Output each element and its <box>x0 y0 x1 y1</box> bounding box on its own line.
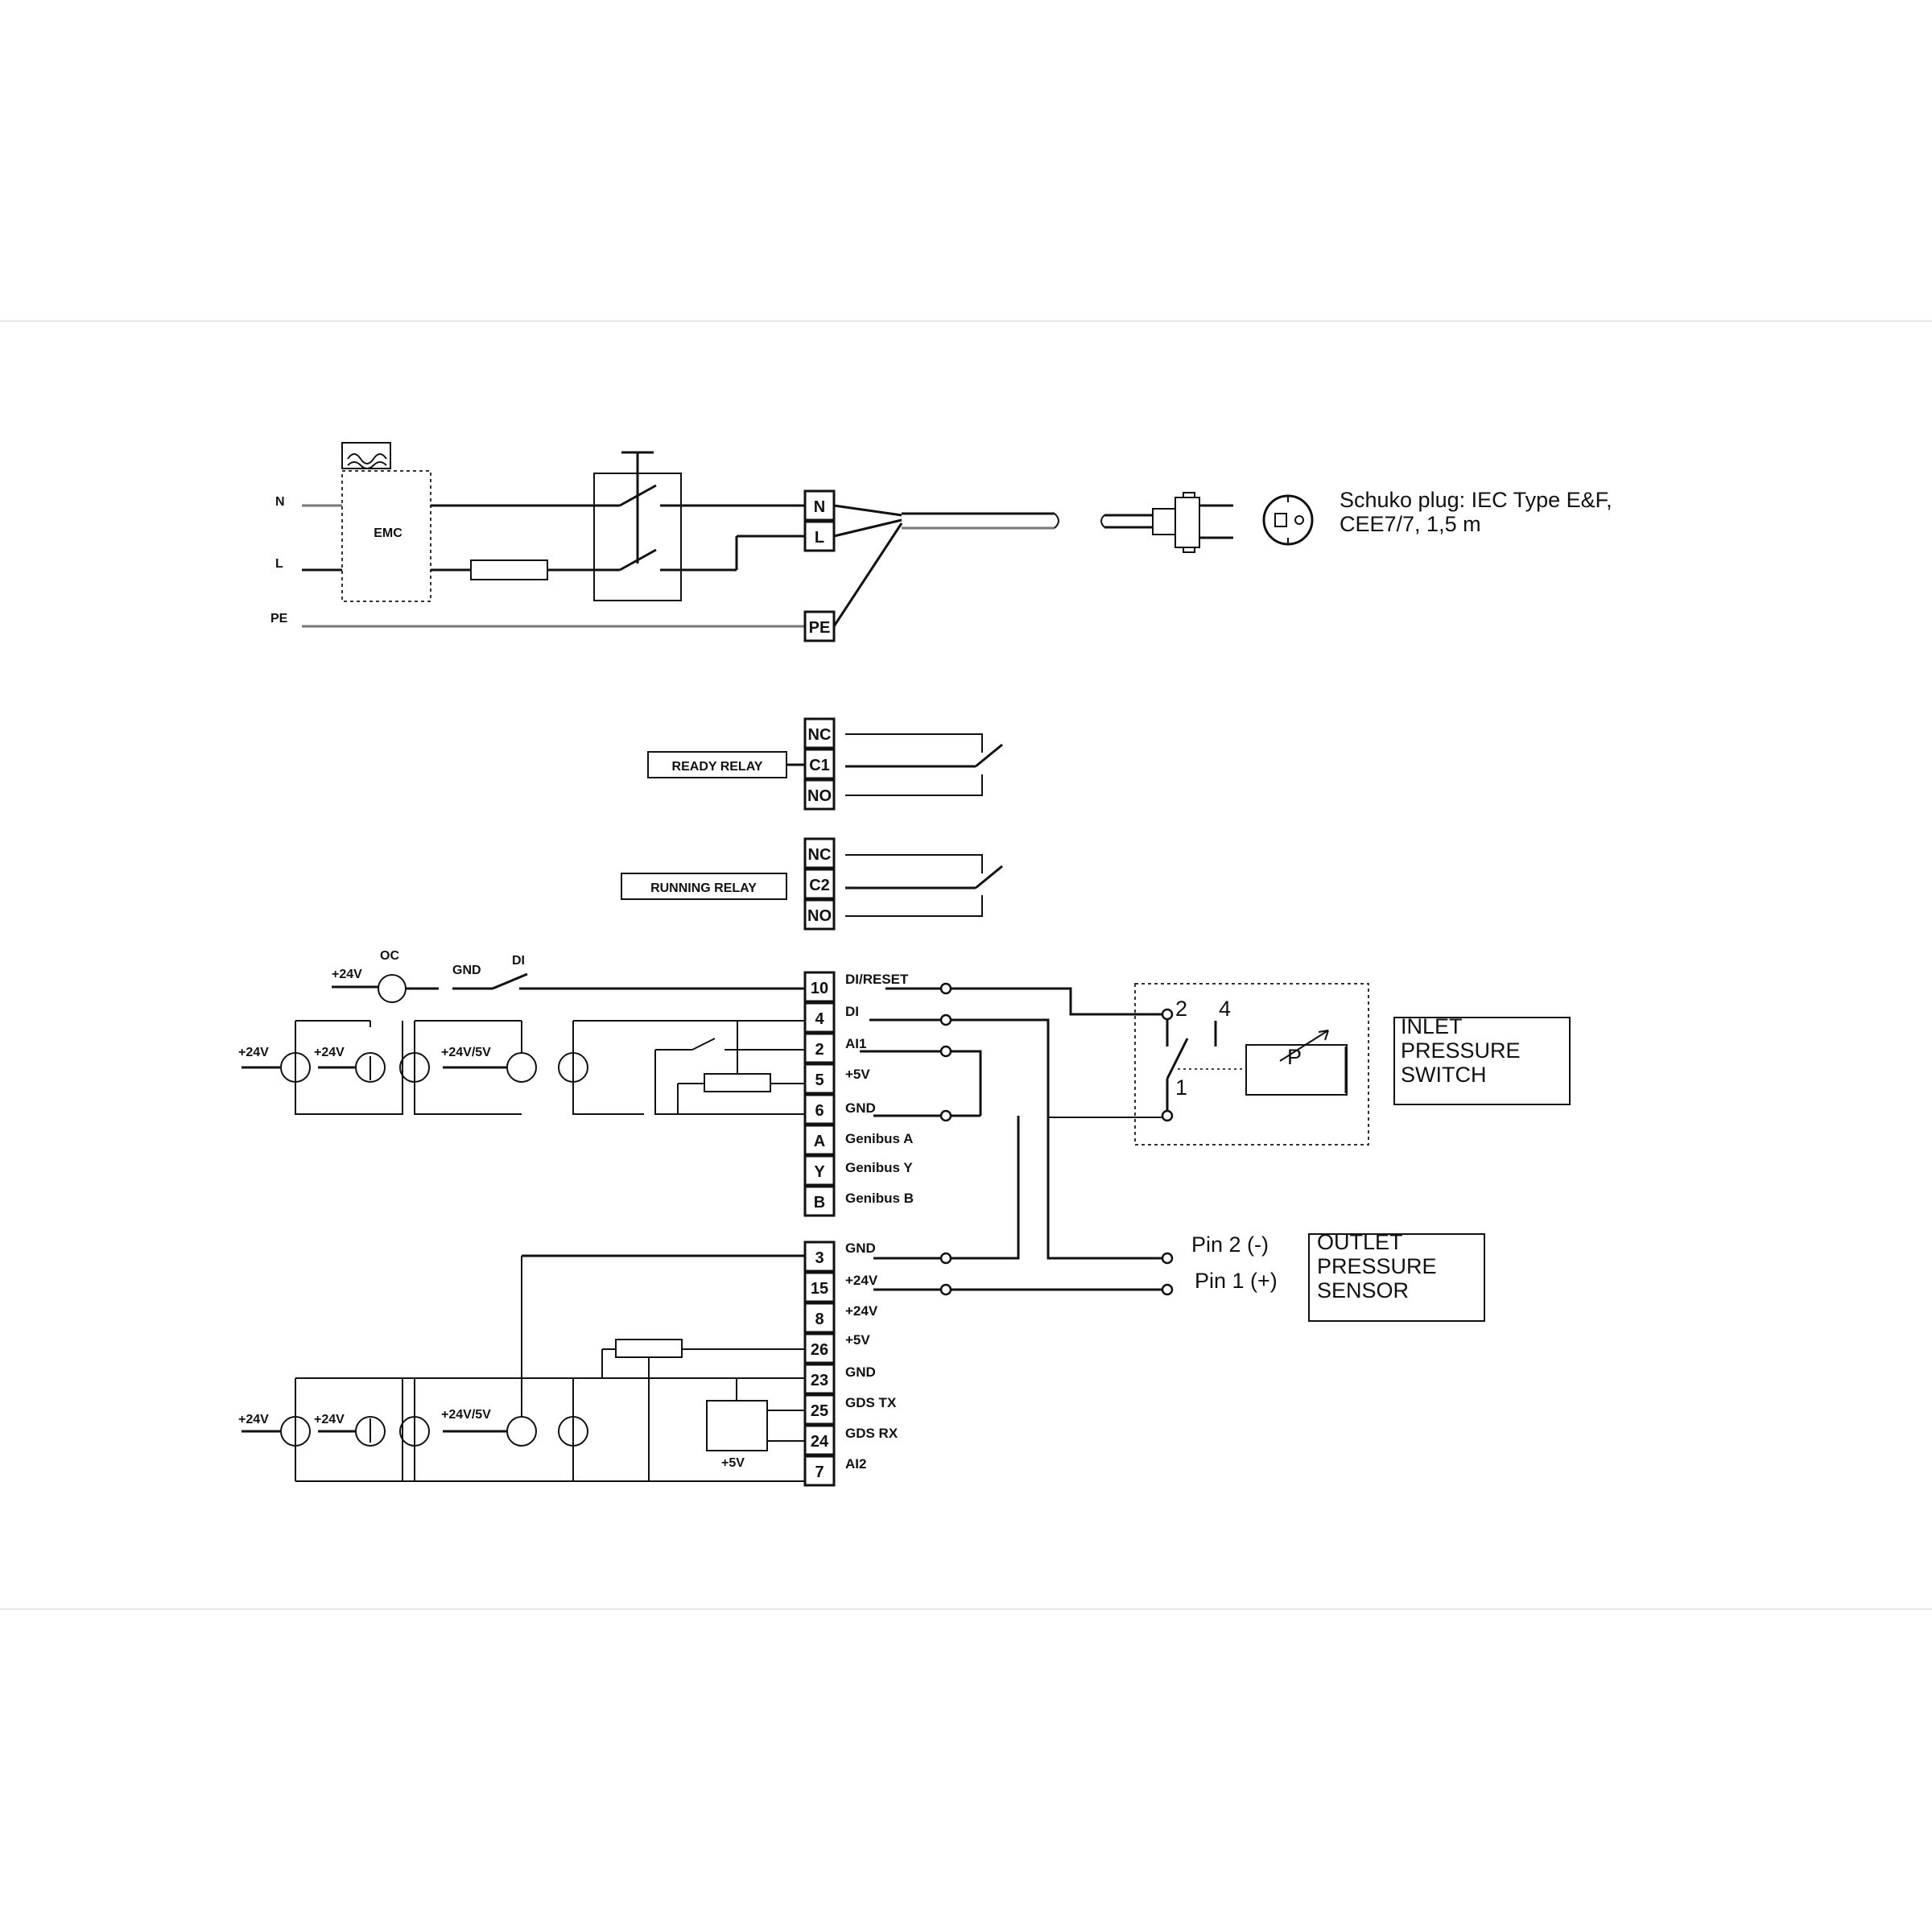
outlet-sensor-label-line2: PRESSURE <box>1317 1254 1437 1278</box>
cb1-terminal-y: Y <box>814 1163 825 1181</box>
cb1-signal-ai1: AI1 <box>845 1036 866 1051</box>
running-relay-section: RUNNING RELAY NC C2 NO <box>621 837 1003 931</box>
control-block-1: 10 4 2 5 6 A Y B DI/RESET DI AI1 +5V GND… <box>238 949 1167 1217</box>
cb2-signal-gds-rx: GDS RX <box>845 1426 898 1441</box>
outlet-sensor-pin-2: Pin 2 (-) <box>1191 1232 1269 1257</box>
cb1-signal-genibus-a: Genibus A <box>845 1131 913 1146</box>
cb1-terminal-2: 2 <box>815 1041 824 1059</box>
plug-description-line1: Schuko plug: IEC Type E&F, <box>1340 488 1612 512</box>
running-relay-label: RUNNING RELAY <box>650 881 757 895</box>
ready-relay-section: READY RELAY NC C1 NO <box>647 717 1003 811</box>
outlet-pressure-sensor: Pin 2 (-) Pin 1 (+) OUTLET PRESSURE SENS… <box>1191 1230 1485 1322</box>
outlet-sensor-label-line3: SENSOR <box>1317 1278 1409 1302</box>
cb1-terminal-6: 6 <box>815 1102 824 1120</box>
plug-description-line2: CEE7/7, 1,5 m <box>1340 512 1481 536</box>
cb2-signal-gds-tx: GDS TX <box>845 1395 897 1410</box>
cb2-signal-24v-a: +24V <box>845 1273 878 1288</box>
inlet-switch-label-line3: SWITCH <box>1401 1063 1486 1087</box>
ready-relay-terminal-no: NO <box>807 787 832 805</box>
ready-relay-terminal-nc: NC <box>808 726 832 744</box>
inlet-switch-contact-2: 2 <box>1175 997 1187 1021</box>
cb2-signal-5v: +5V <box>845 1332 870 1348</box>
mains-section: N L PE EMC N L <box>270 442 1612 642</box>
schuko-plug-icon <box>1100 492 1233 553</box>
schuko-socket-icon <box>1262 494 1314 546</box>
ready-relay-label: READY RELAY <box>672 760 763 774</box>
ready-relay-terminal-c1: C1 <box>809 757 830 774</box>
mains-input-pe: PE <box>270 612 288 625</box>
running-relay-terminal-no: NO <box>807 907 832 925</box>
cb2-terminal-7: 7 <box>815 1463 824 1481</box>
outlet-sensor-pin-1: Pin 1 (+) <box>1195 1269 1278 1293</box>
cb2-signal-24v-b: +24V <box>845 1303 878 1319</box>
cb2-signal-ai2: AI2 <box>845 1456 866 1472</box>
running-relay-terminal-nc: NC <box>808 846 832 864</box>
cb2-terminal-23: 23 <box>811 1372 828 1389</box>
page-rule-bottom <box>0 1608 1932 1610</box>
inlet-switch-label-line1: INLET <box>1401 1014 1463 1038</box>
cb1-signal-5v: +5V <box>845 1067 870 1082</box>
cb1-sensor-label-3: +24V/5V <box>441 1046 491 1059</box>
inlet-switch-contact-4: 4 <box>1219 997 1231 1021</box>
page-rule-top <box>0 320 1932 322</box>
inlet-switch-label-line2: PRESSURE <box>1401 1038 1521 1063</box>
fuse <box>470 559 548 580</box>
cb1-top-label-gnd: GND <box>452 964 481 977</box>
cb1-sensor-label-1: +24V <box>238 1046 269 1059</box>
cb2-signal-gnd-2: GND <box>845 1364 876 1380</box>
mains-terminal-l: L <box>815 529 824 547</box>
emc-filter-label: EMC <box>374 526 402 540</box>
cb2-sensor-label-2: +24V <box>314 1413 345 1426</box>
cb1-terminal-5: 5 <box>815 1071 824 1089</box>
cb2-terminal-8: 8 <box>815 1311 824 1328</box>
cb1-top-label-di: DI <box>512 954 525 968</box>
cb2-sensor-label-1: +24V <box>238 1413 269 1426</box>
cb1-top-label-oc: OC <box>380 949 399 963</box>
running-relay-terminal-c2: C2 <box>809 877 830 894</box>
outlet-sensor-label-line1: OUTLET <box>1317 1230 1403 1254</box>
cb2-supply-label: +5V <box>721 1456 745 1470</box>
cb2-signal-gnd: GND <box>845 1241 876 1256</box>
cb1-sensor-label-2: +24V <box>314 1046 345 1059</box>
cb2-terminal-15: 15 <box>811 1280 828 1298</box>
filter-wave-icon <box>341 442 391 469</box>
inlet-pressure-switch: 2 4 1 P INLET PRESSURE SWITCH <box>1048 983 1571 1146</box>
inlet-switch-contact-1: 1 <box>1175 1075 1187 1100</box>
cb2-terminal-24: 24 <box>811 1433 829 1451</box>
inlet-switch-pressure-symbol: P <box>1287 1045 1302 1069</box>
cb1-terminal-10: 10 <box>811 980 828 997</box>
mains-input-n: N <box>275 495 285 509</box>
cb2-terminal-25: 25 <box>811 1402 828 1420</box>
cb1-signal-di-reset: DI/RESET <box>845 972 909 987</box>
control-block-2: 3 15 8 26 23 25 24 7 GND +24V +24V +5V G… <box>238 1116 1174 1487</box>
mains-input-l: L <box>275 557 283 571</box>
cb2-terminal-26: 26 <box>811 1341 828 1359</box>
cb1-terminal-a: A <box>814 1133 825 1150</box>
cb1-terminal-4: 4 <box>815 1010 824 1028</box>
mains-terminal-n: N <box>814 498 825 516</box>
cb1-signal-gnd: GND <box>845 1100 876 1116</box>
cb2-sensor-label-3: +24V/5V <box>441 1408 491 1422</box>
cb1-signal-di: DI <box>845 1004 859 1019</box>
mains-terminal-pe: PE <box>809 619 831 637</box>
cb1-signal-genibus-y: Genibus Y <box>845 1160 913 1175</box>
cb1-signal-genibus-b: Genibus B <box>845 1191 914 1206</box>
cb1-terminal-b: B <box>814 1194 825 1212</box>
cb1-top-label-24v: +24V <box>332 968 362 981</box>
cb2-terminal-3: 3 <box>815 1249 824 1267</box>
